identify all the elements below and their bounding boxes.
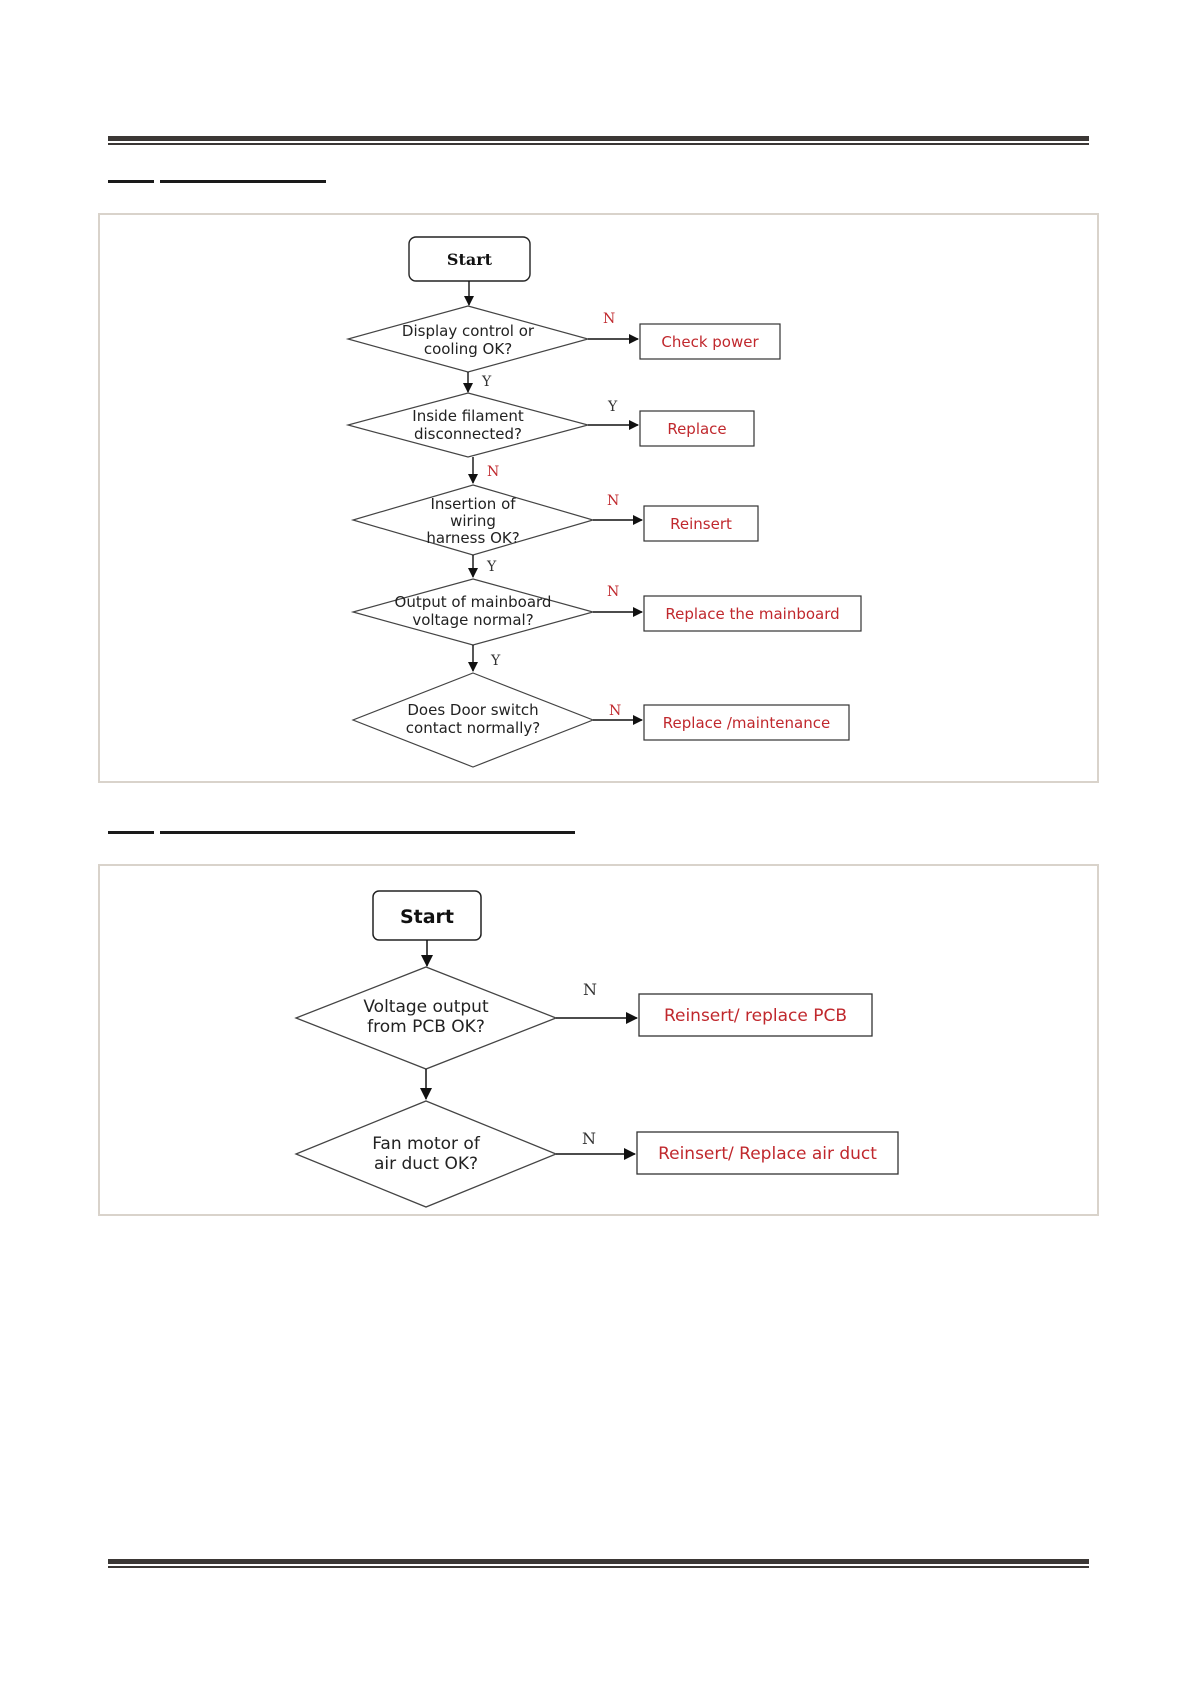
action-box-1: Check power	[639, 323, 781, 360]
footer-rule	[108, 1559, 1089, 1568]
decision-diamond-2: Inside filament disconnected?	[345, 392, 591, 458]
decision-diamond-5: Does Door switch contact normally?	[351, 672, 595, 768]
decision-diamond-2-1: Voltage output from PCB OK?	[294, 966, 558, 1070]
branch-label-2-2: N	[582, 1129, 596, 1148]
flow-label-d4-d5: Y	[490, 653, 501, 669]
start-node-2: Start	[372, 890, 482, 941]
branch-label-d4: N	[607, 584, 619, 600]
flowchart-2: Start Voltage output from PCB OK? N Rein…	[294, 890, 899, 1208]
section-number-underline-1	[108, 180, 154, 183]
decision-3-line1: Insertion of	[430, 495, 516, 513]
decision-4-line2: voltage normal?	[412, 611, 533, 629]
decision-diamond-2-2: Fan motor of air duct OK?	[294, 1100, 558, 1208]
header-rule	[108, 136, 1089, 145]
flow-label-d1-d2: Y	[481, 374, 492, 390]
decision-diamond-3: Insertion of wiring harness OK?	[350, 484, 596, 556]
decision-diamond-1: Display control or cooling OK?	[345, 305, 591, 373]
action-2-1-label: Reinsert/ replace PCB	[664, 1006, 847, 1026]
section-number-underline-2	[108, 831, 154, 834]
section-title-underline-2	[160, 831, 575, 834]
decision-1-line2: cooling OK?	[424, 340, 512, 358]
decision-1-line1: Display control or	[402, 322, 535, 340]
start-node: Start	[408, 236, 531, 282]
flowchart-panel-2: Start Voltage output from PCB OK? N Rein…	[98, 864, 1099, 1216]
start-label: Start	[447, 250, 493, 269]
action-3-label: Reinsert	[670, 515, 732, 533]
flow-label-d2-d3: N	[487, 464, 499, 480]
decision-2-line2: disconnected?	[414, 425, 522, 443]
action-2-label: Replace	[667, 420, 726, 438]
branch-label-d2: Y	[607, 399, 618, 415]
decision-2-1-line1: Voltage output	[363, 997, 489, 1017]
action-box-3: Reinsert	[643, 505, 759, 542]
action-1-label: Check power	[661, 333, 759, 351]
decision-2-line1: Inside filament	[412, 407, 524, 425]
decision-3-line3: harness OK?	[426, 529, 519, 547]
action-box-5: Replace /maintenance	[643, 704, 850, 741]
section-title-underline-1	[160, 180, 326, 183]
decision-2-1-line2: from PCB OK?	[367, 1017, 485, 1037]
action-box-4: Replace the mainboard	[643, 595, 862, 632]
decision-2-2-line1: Fan motor of	[372, 1134, 481, 1154]
flow-label-d3-d4: Y	[486, 559, 497, 575]
branch-label-2-1: N	[583, 980, 597, 999]
decision-4-line1: Output of mainboard	[395, 593, 552, 611]
action-box-2: Replace	[639, 410, 755, 447]
action-4-label: Replace the mainboard	[665, 605, 839, 623]
branch-label-d3: N	[607, 493, 619, 509]
branch-label-d5: N	[609, 703, 621, 719]
action-5-label: Replace /maintenance	[663, 714, 830, 732]
action-box-2-1: Reinsert/ replace PCB	[638, 993, 873, 1037]
decision-2-2-line2: air duct OK?	[374, 1154, 478, 1174]
branch-label-d1: N	[603, 311, 615, 327]
flowchart-panel-1: Start Display control or cooling OK? N C…	[98, 213, 1099, 783]
start-label-2: Start	[400, 906, 454, 928]
action-2-2-label: Reinsert/ Replace air duct	[658, 1144, 877, 1164]
decision-diamond-4: Output of mainboard voltage normal?	[350, 578, 596, 646]
decision-3-line2: wiring	[450, 512, 496, 530]
decision-5-line1: Does Door switch	[407, 701, 538, 719]
action-box-2-2: Reinsert/ Replace air duct	[636, 1131, 899, 1175]
flowchart-1: Start Display control or cooling OK? N C…	[345, 236, 862, 768]
decision-5-line2: contact normally?	[406, 719, 540, 737]
